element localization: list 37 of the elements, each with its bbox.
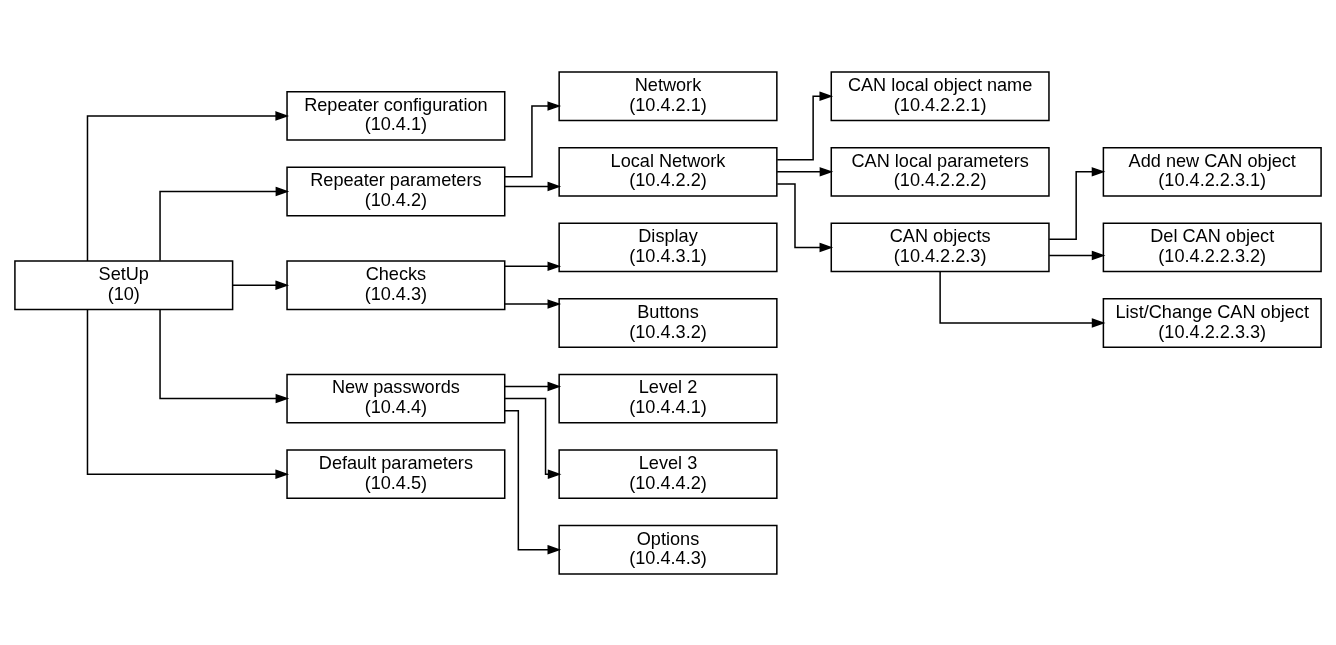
arrow xyxy=(504,397,562,479)
arrow xyxy=(159,308,290,403)
node-box: CAN local parameters (10.4.2.2.2) xyxy=(830,146,1050,197)
node-box: SetUp (10) xyxy=(14,259,234,310)
node-box: Local Network (10.4.2.2) xyxy=(558,146,778,197)
arrow xyxy=(86,110,289,262)
arrow xyxy=(504,100,562,178)
node-box: List/Change CAN object (10.4.2.2.3.3) xyxy=(1102,297,1322,348)
node-box: CAN objects (10.4.2.2.3) xyxy=(830,221,1050,272)
arrow xyxy=(504,261,562,271)
node-box: New passwords (10.4.4) xyxy=(286,373,506,424)
node-box: Checks (10.4.3) xyxy=(286,259,506,310)
node-box: Del CAN object (10.4.2.2.3.2) xyxy=(1102,221,1322,272)
node-box: CAN local object name (10.4.2.2.1) xyxy=(830,70,1050,121)
node-box: Repeater parameters (10.4.2) xyxy=(286,166,506,216)
arrow xyxy=(776,166,834,177)
arrow xyxy=(504,181,562,191)
arrow xyxy=(504,381,562,391)
arrow xyxy=(776,90,834,160)
arrow xyxy=(776,182,834,252)
node-box: Repeater configuration (10.4.1) xyxy=(286,90,506,141)
arrow xyxy=(232,279,290,290)
node-box: Display (10.4.3.1) xyxy=(558,221,778,272)
node-box: Default parameters (10.4.5) xyxy=(286,448,506,499)
arrow xyxy=(504,409,562,555)
node-box: Network (10.4.2.1) xyxy=(558,70,778,121)
arrow xyxy=(939,270,1106,328)
node-box: Options (10.4.4.3) xyxy=(558,524,778,575)
arrow xyxy=(1048,250,1106,260)
node-box: Buttons (10.4.3.2) xyxy=(558,297,778,348)
arrow xyxy=(86,308,289,479)
arrow xyxy=(504,298,562,309)
node-box: Add new CAN object (10.4.2.2.3.1) xyxy=(1102,146,1322,197)
node-box: Level 3 (10.4.4.2) xyxy=(558,448,778,499)
arrow xyxy=(1048,166,1106,240)
arrow xyxy=(159,186,290,261)
node-box: Level 2 (10.4.4.1) xyxy=(558,373,778,424)
